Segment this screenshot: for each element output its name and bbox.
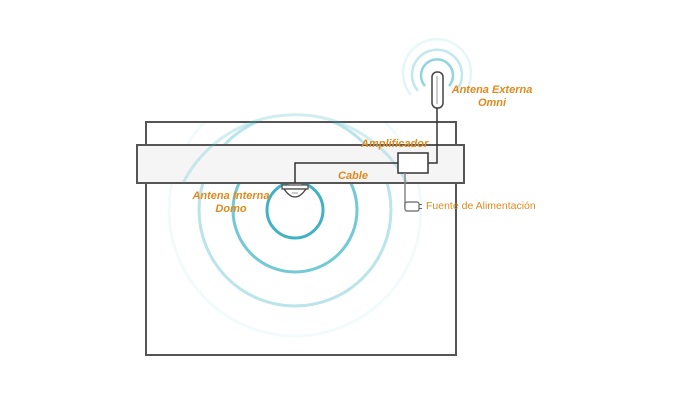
power-supply-label: Fuente de Alimentación xyxy=(426,200,536,212)
amplifier-label: Amplificador xyxy=(361,138,429,150)
external-antenna-waves xyxy=(401,37,473,96)
external-omni-antenna xyxy=(431,71,444,109)
external-antenna-label-line1: Antena Externa xyxy=(451,84,533,96)
internal-antenna-label: Antena Interna Domo xyxy=(186,190,276,216)
internal-dome-antenna xyxy=(281,184,309,198)
internal-antenna-label-line1: Antena Interna xyxy=(192,190,270,202)
cable-label: Cable xyxy=(338,170,368,182)
external-antenna-label-line2: Omni xyxy=(477,97,507,109)
amplifier-box xyxy=(397,152,429,174)
internal-antenna-label-line2: Domo xyxy=(215,203,247,215)
power-supply-plug xyxy=(404,201,422,212)
external-antenna-cable xyxy=(428,108,438,164)
external-antenna-label: Antena Externa Omni xyxy=(444,84,540,110)
indoor-cable xyxy=(294,162,398,183)
